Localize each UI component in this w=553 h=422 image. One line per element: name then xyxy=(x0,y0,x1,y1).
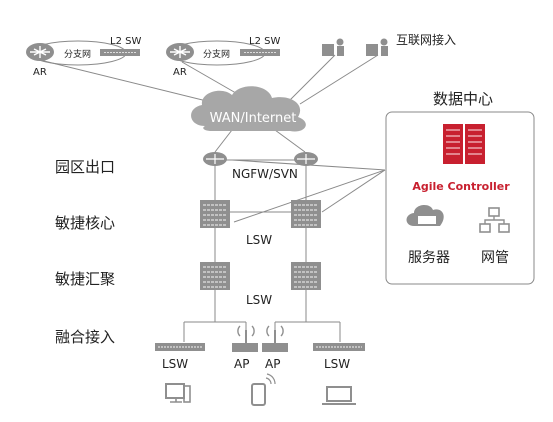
router-icon xyxy=(166,43,194,61)
access-left-switch-label: LSW xyxy=(162,357,188,371)
user-workstation-icon xyxy=(322,38,344,56)
agg-switch-2 xyxy=(291,262,321,290)
internet-access: 互联网接入 xyxy=(322,32,456,56)
server-label: 服务器 xyxy=(408,250,450,266)
branch1-network-label: 分支网 xyxy=(64,48,91,60)
internet-access-label: 互联网接入 xyxy=(396,32,456,47)
branch2-switch-label: L2 SW xyxy=(249,36,280,47)
firewall-1 xyxy=(203,152,227,166)
link-wan-fw1 xyxy=(214,129,233,153)
firewall-2 xyxy=(294,152,318,166)
link-dc-core1 xyxy=(233,169,386,223)
controller-server-icon xyxy=(443,124,485,164)
wan-cloud: WAN/Internet xyxy=(191,86,306,132)
core-switch-2 xyxy=(291,200,321,228)
access-point-icon xyxy=(262,343,288,352)
branch2-router-label: AR xyxy=(173,67,187,78)
link-internet1-wan xyxy=(289,54,336,101)
network-management-icon xyxy=(479,207,510,233)
branch-1: AR 分支网 L2 SW xyxy=(26,36,141,78)
access-ap-2 xyxy=(262,325,288,352)
chassis-switch-icon xyxy=(200,200,230,228)
cloud-icon xyxy=(191,86,306,132)
link-dc-core xyxy=(321,169,386,213)
ap2-label: AP xyxy=(265,357,280,371)
user-workstation-icon xyxy=(366,38,388,56)
nms-label: 网管 xyxy=(481,250,509,266)
layer-label-aggregation: 敏捷汇聚 xyxy=(55,270,115,288)
layer-label-exit: 园区出口 xyxy=(55,158,115,176)
wifi-signal-icon xyxy=(237,325,255,337)
branch-2: AR 分支网 L2 SW xyxy=(166,36,280,78)
ap1-label: AP xyxy=(234,357,249,371)
layer-label-access: 融合接入 xyxy=(55,328,115,346)
firewall-label: NGFW/SVN xyxy=(232,167,298,181)
controller-label: Agile Controller xyxy=(412,180,510,193)
agg-switch-1 xyxy=(200,262,230,290)
core-switch-1 xyxy=(200,200,230,228)
server-cloud-icon xyxy=(406,204,444,226)
branch2-network-label: 分支网 xyxy=(203,48,230,60)
access-right-switch-label: LSW xyxy=(324,357,350,371)
data-center-box xyxy=(385,111,535,285)
link-internet2-wan xyxy=(299,54,379,105)
layer-label-core: 敏捷核心 xyxy=(55,214,115,232)
switch-icon xyxy=(100,49,140,56)
chassis-switch-icon xyxy=(200,262,230,290)
wan-label: WAN/Internet xyxy=(210,111,297,126)
link-wan-fw2 xyxy=(274,129,306,153)
access-ap-1 xyxy=(232,325,258,352)
laptop-icon xyxy=(322,386,356,405)
access-right-switch xyxy=(313,343,365,351)
branch1-switch-label: L2 SW xyxy=(110,36,141,47)
agg-switch-label: LSW xyxy=(246,293,272,307)
core-switch-label: LSW xyxy=(246,233,272,247)
data-center-panel: 数据中心 Agile Controller 服务器 网管 xyxy=(385,90,535,285)
wifi-signal-icon xyxy=(266,325,284,337)
branch1-router-label: AR xyxy=(33,67,47,78)
router-icon xyxy=(26,43,54,61)
access-left-switch xyxy=(155,343,205,351)
access-point-icon xyxy=(232,343,258,352)
chassis-switch-icon xyxy=(291,200,321,228)
chassis-switch-icon xyxy=(291,262,321,290)
desktop-pc-icon xyxy=(165,383,191,403)
connection-lines xyxy=(29,40,386,342)
smartphone-icon xyxy=(251,373,276,406)
switch-icon xyxy=(240,49,280,56)
data-center-title: 数据中心 xyxy=(433,90,493,108)
